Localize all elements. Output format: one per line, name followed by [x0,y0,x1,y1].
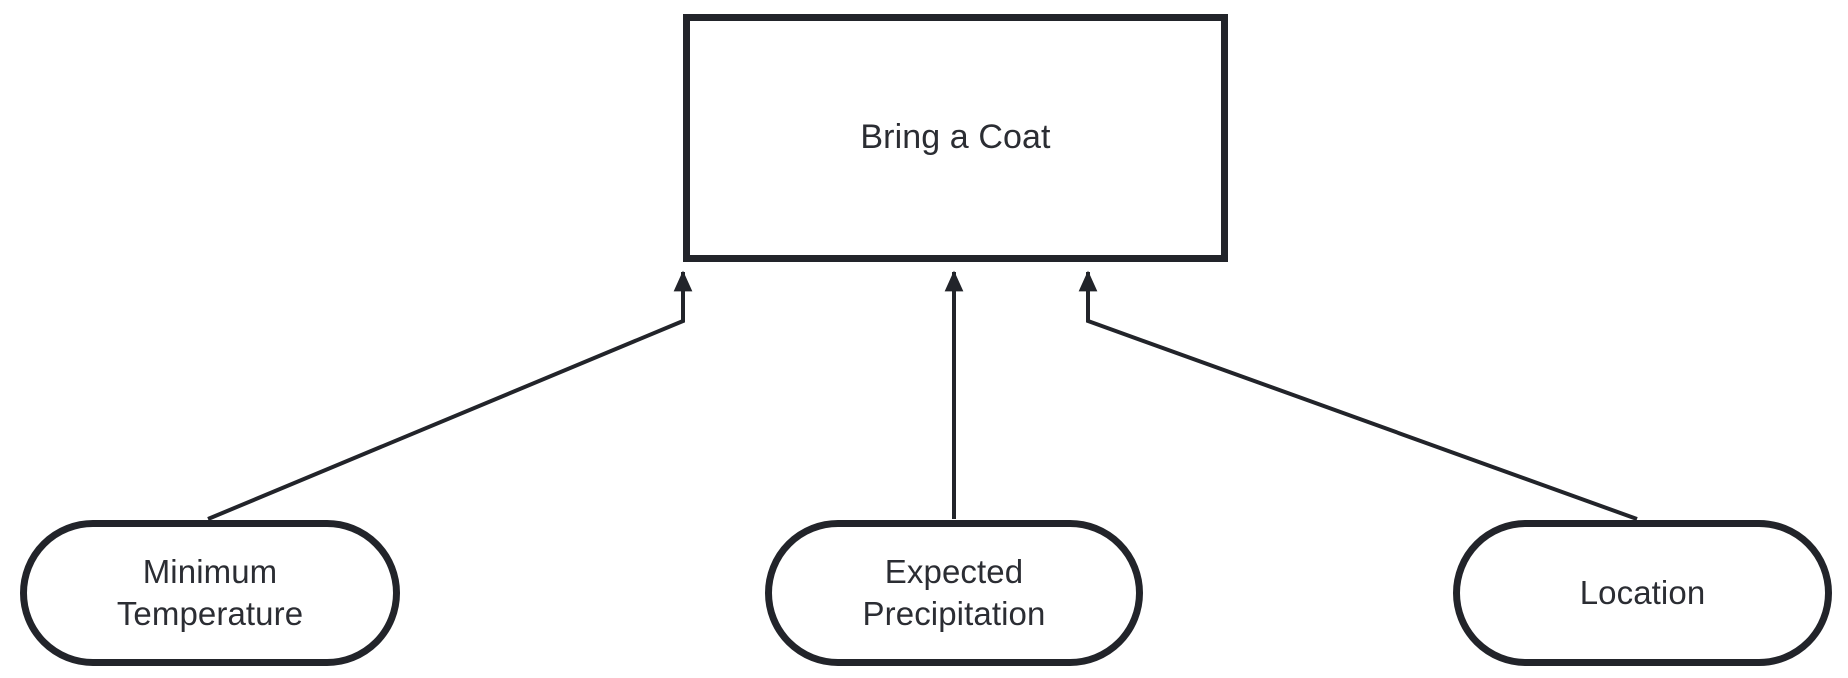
node-location[interactable]: Location [1453,520,1832,666]
node-expected-precipitation[interactable]: Expected Precipitation [765,520,1143,666]
edge-location-to-bring-a-coat [1078,270,1638,521]
node-bring-a-coat[interactable]: Bring a Coat [683,14,1228,262]
node-label-bring-a-coat: Bring a Coat [860,118,1051,157]
node-minimum-temperature[interactable]: Minimum Temperature [20,520,400,666]
edge-minimum-temperature-to-bring-a-coat [207,270,693,521]
node-label-location: Location [1579,573,1706,611]
node-label-minimum-temperature: Minimum Temperature [116,552,304,632]
node-label-expected-precipitation: Expected Precipitation [862,552,1046,632]
